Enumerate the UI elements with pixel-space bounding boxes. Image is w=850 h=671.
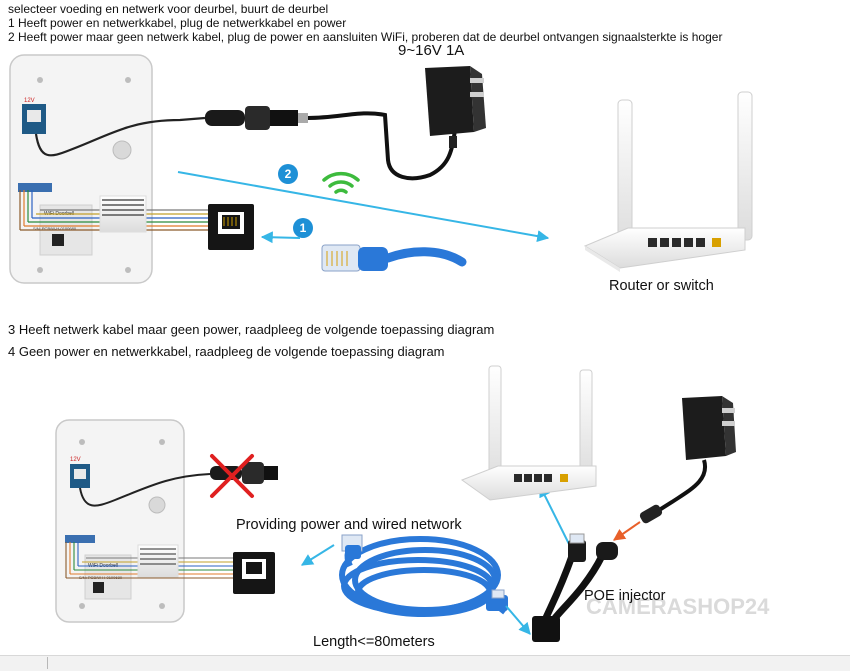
watermark-text: CAMERASHOP24 (586, 594, 770, 619)
ethernet-cable-coiled (339, 536, 507, 617)
wifi-icon (322, 172, 360, 194)
arrow-injector-to-router (539, 484, 571, 547)
router-bottom (460, 365, 597, 501)
power-rating-label: 9~16V 1A (398, 42, 465, 59)
instruction-option-4: 4 Geen power en netwerkkabel, raadpleeg … (8, 344, 445, 359)
cross-icon (210, 454, 254, 498)
instruction-option-3: 3 Heeft netwerk kabel maar geen power, r… (8, 322, 495, 337)
arrow-cable-to-injector (505, 605, 531, 635)
poe-injector-label: POE injector (584, 588, 666, 604)
svg-text:1: 1 (300, 221, 307, 235)
providing-power-label: Providing power and wired network (236, 517, 462, 533)
ethernet-cable-top (321, 244, 467, 272)
arrow-cable-to-doorbell (300, 544, 335, 566)
power-adapter-top (425, 66, 486, 148)
doorbell-back-panel-bottom: 12V WiFi Doorbell S/N: PCB/W-H-0100680 (55, 419, 234, 623)
instruction-option-1: 1 Heeft power en netwerkkabel, plug de n… (8, 16, 347, 30)
instruction-option-2: 2 Heeft power maar geen netwerk kabel, p… (8, 30, 723, 44)
doorbell-back-panel-top: 12V WiFi Doorbell S/N: PCB/W-H-0100680 (9, 54, 210, 284)
svg-text:2: 2 (285, 167, 292, 181)
arrow-cable-to-jack (260, 231, 301, 244)
step-badge-2: 2 (278, 164, 298, 184)
rj45-jack-bottom (233, 552, 275, 594)
rj45-plug-left (341, 534, 363, 559)
footer-divider (47, 657, 48, 669)
power-tag-top: 12V (24, 98, 35, 104)
barrel-connector (205, 106, 457, 181)
arrow-power-to-injector (613, 521, 641, 541)
power-tag-bottom: 12V (70, 457, 81, 463)
doorbell-serial-top: S/N: PCB/W-H-0100680 (33, 226, 77, 231)
footer-bar (0, 655, 850, 671)
arrow-wifi-to-router (177, 171, 550, 243)
poe-injector (532, 533, 618, 642)
cable-length-label: Length<=80meters (313, 634, 435, 650)
rj45-plug-right (486, 589, 508, 611)
rj45-jack-top (208, 204, 254, 250)
power-adapter-bottom (639, 396, 736, 524)
step-badge-1: 1 (293, 218, 313, 238)
router-label: Router or switch (609, 278, 714, 294)
router-top (583, 91, 753, 272)
instruction-title: selecteer voeding en netwerk voor deurbe… (8, 2, 329, 16)
